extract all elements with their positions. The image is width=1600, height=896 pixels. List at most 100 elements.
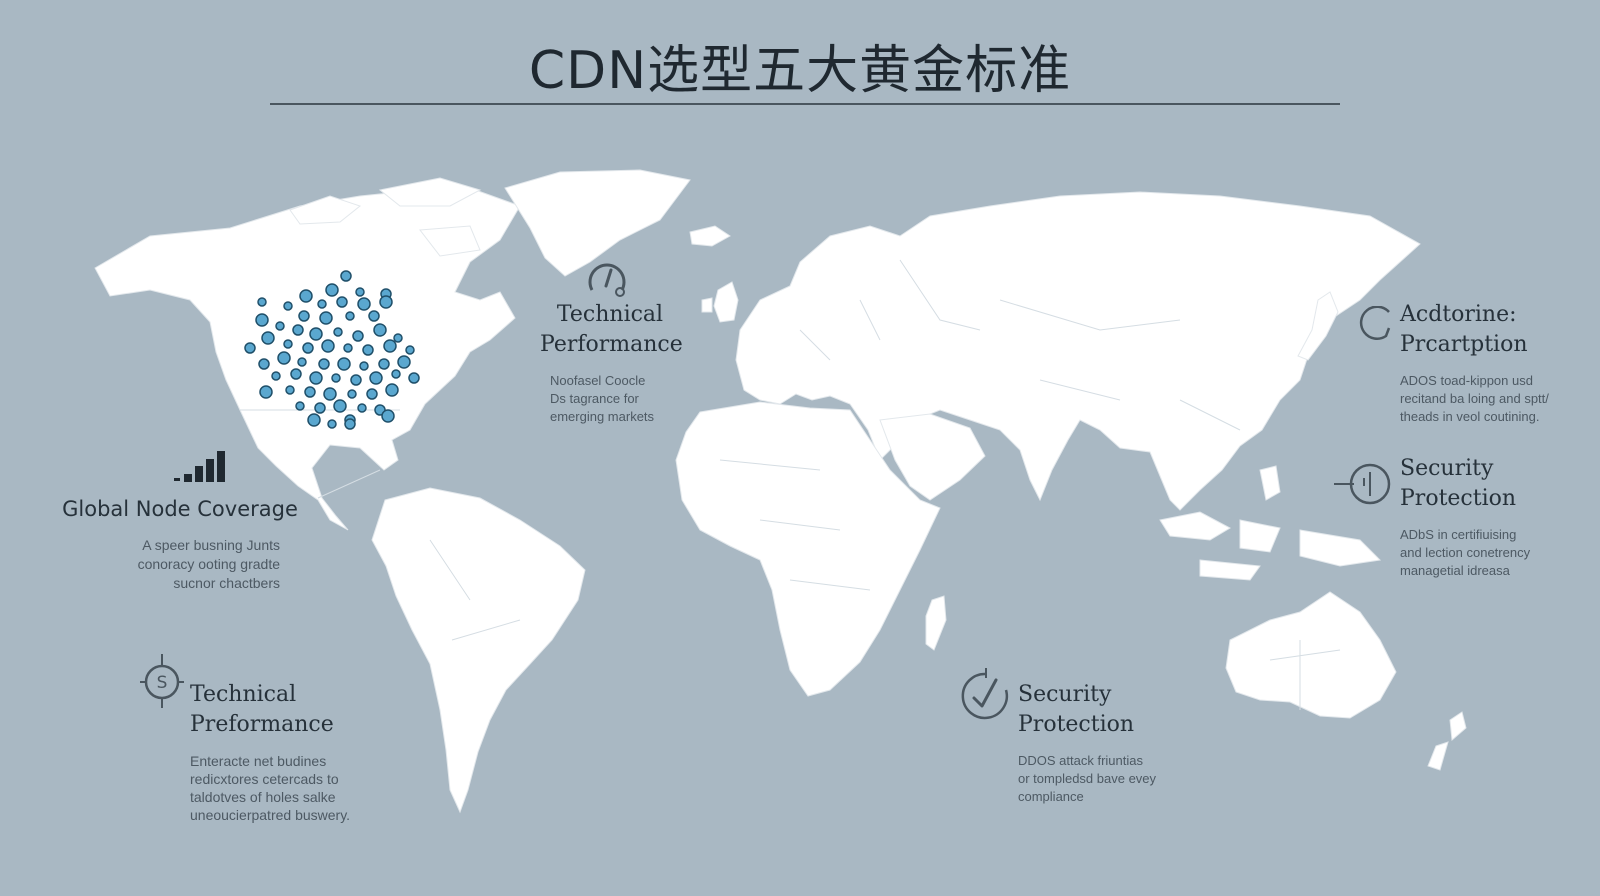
criterion-heading: Security Protection xyxy=(1400,456,1517,511)
cdn-node xyxy=(336,296,348,308)
cdn-node xyxy=(307,413,321,427)
cdn-node xyxy=(317,299,327,309)
cdn-node xyxy=(325,283,339,297)
cdn-node xyxy=(408,372,420,384)
criterion-heading: Global Node Coverage xyxy=(62,497,298,521)
svg-text:S: S xyxy=(157,673,168,693)
cdn-node xyxy=(385,383,399,397)
cdn-node xyxy=(309,371,323,385)
north-america xyxy=(94,187,521,531)
cdn-node xyxy=(366,388,378,400)
cdn-node xyxy=(405,345,415,355)
criterion-description: A speer busning Junts conoracy ooting gr… xyxy=(137,537,280,591)
criterion-security-protection-right: Security Protection ADbS in certifiuisin… xyxy=(1400,454,1600,580)
cdn-node-cluster xyxy=(244,270,420,430)
crosshair-icon xyxy=(1334,460,1394,508)
great-britain xyxy=(701,281,739,323)
cdn-node xyxy=(381,409,395,423)
cdn-node xyxy=(352,330,364,342)
cdn-node xyxy=(261,331,275,345)
criterion-description: Noofasel Coocle Ds tagrance for emerging… xyxy=(550,373,655,424)
page-title: CDN选型五大黄金标准 xyxy=(528,41,1072,101)
criterion-description: ADOS toad-kippon usd recitand ba loing a… xyxy=(1400,373,1549,424)
criterion-description: Enteracte net budines redicxtores ceterc… xyxy=(190,753,351,823)
cdn-node xyxy=(369,371,383,385)
cdn-node xyxy=(379,295,393,309)
cdn-node xyxy=(318,358,330,370)
cdn-node xyxy=(340,270,352,282)
cdn-node xyxy=(255,313,269,327)
cdn-node xyxy=(295,401,305,411)
cdn-node xyxy=(259,385,273,399)
cdn-node xyxy=(314,402,326,414)
cdn-node xyxy=(350,374,362,386)
cdn-node xyxy=(292,324,304,336)
australia xyxy=(1225,591,1397,719)
cdn-node xyxy=(359,361,369,371)
cdn-node xyxy=(285,385,295,395)
criterion-heading: Technical Performance xyxy=(540,302,683,357)
arctic-islands xyxy=(289,177,482,257)
cdn-node xyxy=(302,342,314,354)
arabian-peninsula xyxy=(879,413,986,501)
cdn-node xyxy=(378,358,390,370)
cdn-node xyxy=(343,343,353,353)
cdn-node xyxy=(397,355,411,369)
cdn-node xyxy=(344,418,356,430)
south-america xyxy=(371,487,586,814)
cdn-node xyxy=(299,289,313,303)
cdn-node xyxy=(271,371,281,381)
criterion-security-protection-bottom: Security Protection DDOS attack friuntia… xyxy=(1018,680,1258,806)
africa xyxy=(675,401,941,697)
cdn-node xyxy=(258,358,270,370)
new-zealand xyxy=(1427,711,1467,771)
cdn-node xyxy=(297,357,307,367)
criterion-heading: Acdtorine: Prcartption xyxy=(1400,302,1528,357)
cdn-node xyxy=(391,369,401,379)
cdn-node xyxy=(333,327,343,337)
criterion-heading: Security Protection xyxy=(1018,682,1135,737)
check-circle-icon xyxy=(956,664,1012,724)
iceland xyxy=(689,225,731,247)
criterion-technical-performance: Technical Performance Noofasel Coocle Ds… xyxy=(540,300,740,426)
cdn-node xyxy=(277,351,291,365)
eurasia xyxy=(735,191,1421,511)
cdn-node xyxy=(275,321,285,331)
madagascar xyxy=(925,595,947,651)
criterion-description: ADbS in certifiuising and lection conetr… xyxy=(1400,527,1531,578)
cdn-node xyxy=(357,403,367,413)
cdn-node xyxy=(373,323,387,337)
cdn-node xyxy=(362,344,374,356)
japan xyxy=(1297,291,1339,361)
cdn-node xyxy=(333,399,347,413)
cdn-node xyxy=(321,339,335,353)
bar-chart-icon xyxy=(174,448,234,486)
cdn-node xyxy=(283,339,293,349)
cdn-node xyxy=(368,310,380,322)
cdn-node xyxy=(323,387,337,401)
cdn-node xyxy=(345,311,355,321)
speedometer-icon xyxy=(584,256,630,302)
dollar-target-icon: S xyxy=(140,652,184,708)
cdn-node xyxy=(290,368,302,380)
criterion-technical-preformance: Technical Preformance Enteracte net budi… xyxy=(190,680,430,824)
criterion-heading: Technical Preformance xyxy=(190,682,334,737)
cdn-node xyxy=(319,311,333,325)
shield-icon xyxy=(1356,306,1394,346)
cdn-node xyxy=(393,333,403,343)
cdn-node xyxy=(257,297,267,307)
cdn-node xyxy=(283,301,293,311)
southeast-asia-islands xyxy=(1159,465,1382,581)
title-divider xyxy=(270,103,1340,105)
cdn-node xyxy=(355,287,365,297)
cdn-node xyxy=(298,310,310,322)
greenland xyxy=(504,169,691,277)
cdn-node xyxy=(337,357,351,371)
cdn-node xyxy=(244,342,256,354)
criterion-global-node-coverage: Global Node Coverage A speer busning Jun… xyxy=(50,494,310,593)
cdn-node xyxy=(347,389,357,399)
cdn-node xyxy=(383,339,397,353)
cdn-node xyxy=(304,386,316,398)
cdn-node xyxy=(357,297,371,311)
